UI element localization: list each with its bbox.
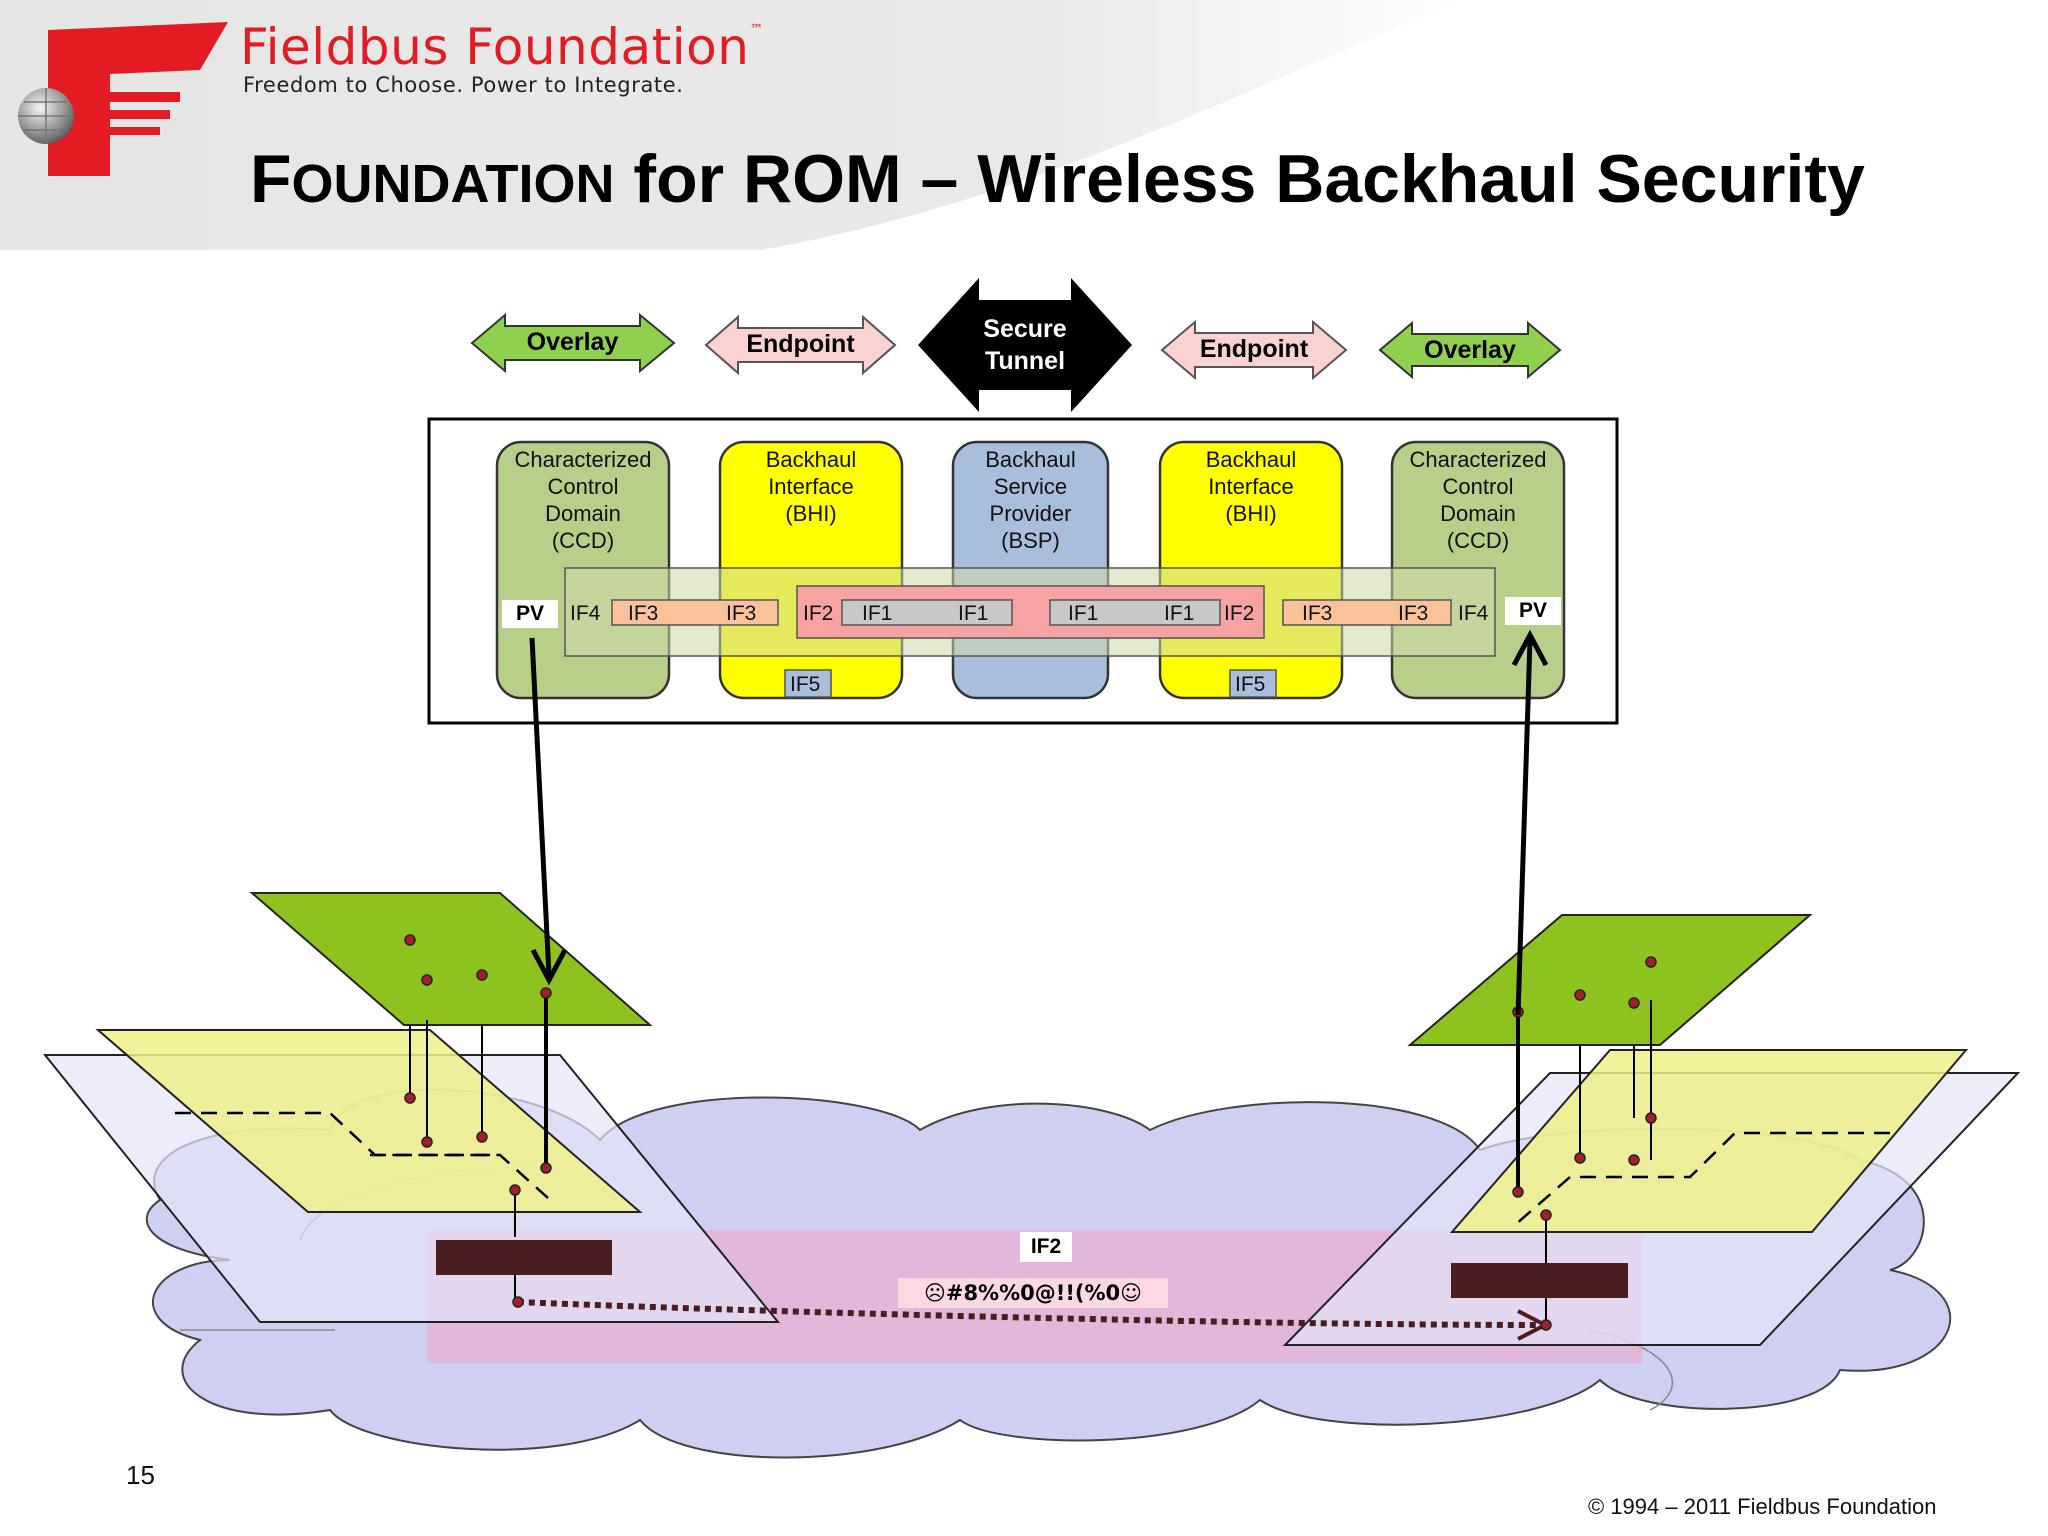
if2-network-label: IF2 bbox=[1020, 1232, 1072, 1262]
secure-tunnel-label: Secure Tunnel bbox=[983, 315, 1067, 375]
if1-box-right bbox=[1049, 599, 1221, 626]
pv-arrow-left bbox=[529, 637, 552, 976]
right-connectors bbox=[1545, 1000, 1652, 1325]
if4-label-right: IF4 bbox=[1458, 602, 1489, 625]
title-initial: F bbox=[250, 141, 292, 217]
if5-box-right bbox=[1229, 669, 1277, 698]
if5-label-left: IF5 bbox=[790, 673, 821, 696]
if1-label-left-b: IF1 bbox=[958, 602, 989, 625]
if2-label-left: IF2 bbox=[803, 602, 834, 625]
endpoint-arrow-right bbox=[1160, 319, 1348, 381]
if1-label-right-b: IF1 bbox=[1164, 602, 1195, 625]
if2-label-right: IF2 bbox=[1224, 602, 1255, 625]
bhi-right-label: Backhaul Interface (BHI) bbox=[1205, 447, 1297, 526]
brand-trademark: ™ bbox=[749, 22, 764, 38]
overlay-label-left: Overlay bbox=[526, 328, 619, 356]
ccd-right-label: Characterized Control Domain (CCD) bbox=[1409, 447, 1547, 553]
slide-number: 15 bbox=[126, 1460, 155, 1490]
if3-label-right-b: IF3 bbox=[1398, 602, 1429, 625]
fieldbus-logo bbox=[18, 22, 228, 176]
encrypted-data-label: ☹#8%%0@!!(%0☺ bbox=[898, 1278, 1168, 1308]
if1-label-left-a: IF1 bbox=[862, 602, 893, 625]
if1-box-left bbox=[841, 599, 1013, 626]
if1-label-right-a: IF1 bbox=[1068, 602, 1099, 625]
pv-arrow-left-head bbox=[530, 948, 568, 986]
brand-tagline: Freedom to Choose. Power to Integrate. bbox=[243, 73, 684, 97]
brand-name-text: Fieldbus Foundation bbox=[240, 18, 750, 76]
if3-label-left-a: IF3 bbox=[628, 602, 659, 625]
if3-label-right-a: IF3 bbox=[1302, 602, 1333, 625]
overlay-arrow-right bbox=[1378, 320, 1562, 380]
title-rest: for ROM – Wireless Backhaul Security bbox=[614, 141, 1865, 217]
pv-label-right: PV bbox=[1505, 597, 1561, 625]
endpoint-label-right: Endpoint bbox=[1199, 335, 1309, 363]
if3-box-left bbox=[611, 599, 779, 626]
secure-tunnel-arrow bbox=[918, 278, 1132, 412]
bhi-left-label: Backhaul Interface (BHI) bbox=[765, 447, 857, 526]
left-yellow-plane bbox=[95, 1029, 643, 1213]
ccd-left-label: Characterized Control Domain (CCD) bbox=[514, 447, 652, 553]
endpoint-label-left: Endpoint bbox=[746, 330, 855, 358]
right-dashed-path bbox=[1514, 1131, 1890, 1226]
left-connectors bbox=[409, 1020, 516, 1302]
pv-label-left: PV bbox=[502, 600, 558, 628]
backhaul-device-right bbox=[1451, 1263, 1628, 1298]
pv-arrow-right bbox=[1515, 639, 1533, 1016]
title-smallcaps: OUNDATION bbox=[291, 154, 615, 214]
brand-name: Fieldbus Foundation™ bbox=[240, 18, 764, 76]
encrypted-path bbox=[517, 1299, 1541, 1328]
right-green-plane bbox=[1407, 914, 1813, 1046]
pv-arrow-right-head bbox=[1511, 629, 1549, 667]
bsp-label: Backhaul Service Provider (BSP) bbox=[985, 447, 1076, 553]
if3-box-right bbox=[1282, 599, 1452, 626]
network-nodes bbox=[404, 934, 1657, 1331]
if5-box-left bbox=[784, 669, 832, 698]
overlay-label-right: Overlay bbox=[1424, 336, 1516, 364]
copyright-notice: © 1994 – 2011 Fieldbus Foundation bbox=[1588, 1494, 1937, 1519]
left-green-plane bbox=[249, 892, 653, 1026]
backhaul-device-left bbox=[436, 1240, 612, 1275]
slide-title: FOUNDATION for ROM – Wireless Backhaul S… bbox=[250, 140, 1865, 218]
if4-label-left: IF4 bbox=[570, 602, 601, 625]
endpoint-arrow-left bbox=[704, 314, 897, 376]
overlay-arrow-left bbox=[470, 312, 676, 374]
header-background bbox=[0, 0, 1470, 250]
if5-label-right: IF5 bbox=[1235, 673, 1266, 696]
if3-label-left-b: IF3 bbox=[726, 602, 757, 625]
